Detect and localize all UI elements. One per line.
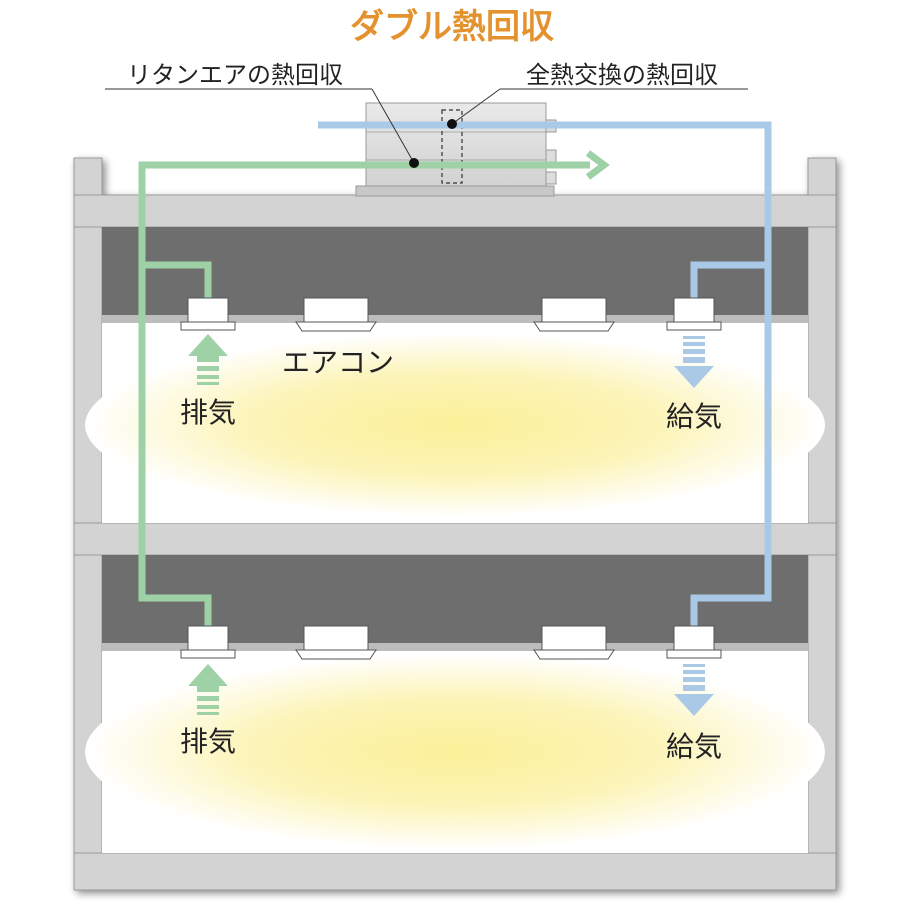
aircon-unit-upper-1 — [295, 297, 377, 332]
aircon-unit-lower-1 — [295, 625, 377, 660]
exhaust-air-line — [138, 161, 590, 626]
exhaust-grille-upper — [180, 297, 236, 331]
supply-label-upper: 給気 — [666, 400, 722, 433]
supply-label-lower: 給気 — [666, 730, 722, 763]
light-glow-lower — [85, 654, 825, 850]
exhaust-arrow-upper — [188, 334, 228, 385]
supply-grille-lower — [666, 625, 722, 659]
exhaust-grille-lower — [180, 625, 236, 659]
diagram-title: ダブル熱回収 — [350, 7, 554, 47]
aircon-unit-upper-2 — [533, 297, 615, 332]
exhaust-label-lower: 排気 — [180, 725, 236, 758]
exhaust-outlet-arrow — [585, 150, 610, 180]
exhaust-label-upper: 排気 — [180, 396, 236, 429]
supply-grille-upper — [666, 297, 722, 331]
supply-arrow-upper — [674, 336, 714, 388]
heat-exchanger-unit — [355, 102, 557, 197]
callout-return-air: リタンエアの熱回収 — [127, 61, 343, 89]
heat-exchange-core — [441, 109, 463, 184]
exhaust-arrow-lower — [188, 664, 228, 715]
callout-total-heat: 全熱交換の熱回収 — [526, 61, 718, 89]
supply-air-line — [318, 121, 772, 626]
aircon-label: エアコン — [282, 346, 394, 379]
supply-arrow-lower — [674, 664, 714, 716]
ceiling-board-upper — [102, 315, 808, 323]
aircon-unit-lower-2 — [533, 625, 615, 660]
ceiling-board-lower — [102, 643, 808, 651]
callout-leaders — [105, 88, 748, 168]
light-glow-upper — [85, 333, 825, 517]
